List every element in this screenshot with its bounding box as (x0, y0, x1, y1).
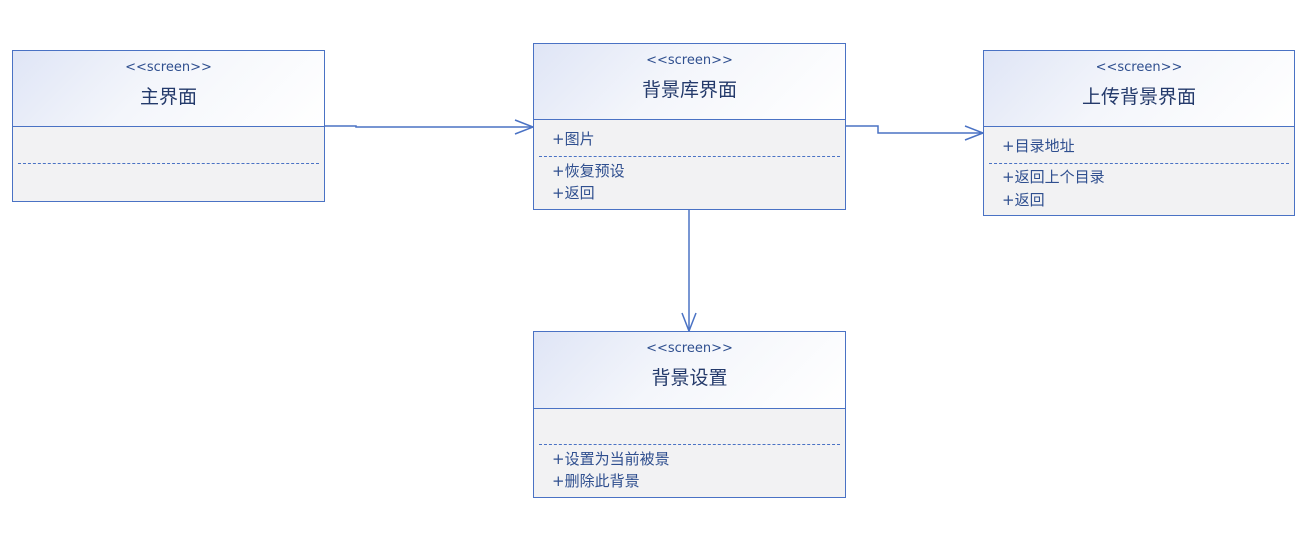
class-name: 背景库界面 (641, 79, 737, 101)
operation-item: +删除此背景 (552, 472, 640, 490)
stereotype-label: <<screen>> (646, 53, 733, 68)
class-header: <<screen>> 主界面 (13, 51, 324, 127)
stereotype-label: <<screen>> (125, 60, 212, 75)
operation-item: +返回 (552, 184, 595, 202)
operation-item: +返回 (1002, 191, 1045, 209)
attribute-item: +图片 (552, 130, 595, 148)
class-header: <<screen>> 上传背景界面 (984, 51, 1294, 127)
operation-item: +返回上个目录 (1002, 168, 1105, 186)
attribute-item: +目录地址 (1002, 137, 1075, 155)
class-name: 上传背景界面 (1081, 86, 1196, 108)
operation-item: +恢复预设 (552, 162, 625, 180)
class-header: <<screen>> 背景库界面 (534, 44, 845, 120)
compartment-divider (539, 156, 840, 157)
class-name: 主界面 (139, 86, 197, 108)
compartment-divider (18, 163, 319, 164)
class-name: 背景设置 (651, 367, 728, 389)
class-box-settings-screen[interactable]: <<screen>> 背景设置 +设置为当前被景 +删除此背景 (533, 331, 846, 498)
compartment-divider (539, 444, 840, 445)
class-box-library-screen[interactable]: <<screen>> 背景库界面 +图片 +恢复预设 +返回 (533, 43, 846, 210)
stereotype-label: <<screen>> (646, 341, 733, 356)
arrow-main-to-library (325, 125, 533, 128)
stereotype-label: <<screen>> (1095, 60, 1183, 75)
operation-item: +设置为当前被景 (552, 450, 670, 468)
class-header: <<screen>> 背景设置 (534, 332, 845, 409)
class-box-upload-screen[interactable]: <<screen>> 上传背景界面 +目录地址 +返回上个目录 +返回 (983, 50, 1295, 216)
arrow-library-to-upload (846, 125, 983, 134)
class-box-main-screen[interactable]: <<screen>> 主界面 (12, 50, 325, 202)
compartment-divider (989, 163, 1289, 164)
